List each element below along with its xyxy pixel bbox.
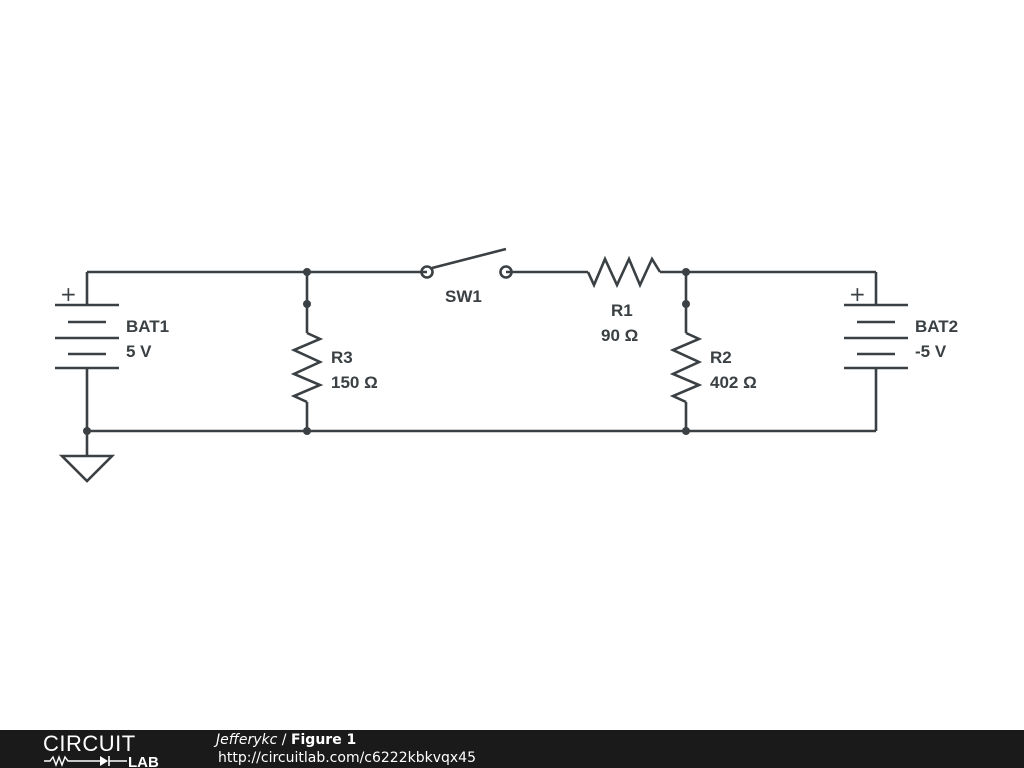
r1-name-label: R1 bbox=[611, 301, 633, 320]
junction-dot bbox=[682, 268, 690, 276]
battery-bat2[interactable]: + BAT2 -5 V bbox=[844, 282, 958, 370]
bat1-name-label: BAT1 bbox=[126, 317, 169, 336]
resistor-zigzag bbox=[586, 255, 662, 289]
bat2-value-label: -5 V bbox=[915, 342, 947, 361]
resistor-zigzag bbox=[669, 331, 703, 404]
switch-sw1[interactable]: SW1 bbox=[420, 247, 513, 306]
sw1-name-label: SW1 bbox=[445, 287, 482, 306]
wires bbox=[85, 270, 878, 456]
junction-dot bbox=[83, 427, 91, 435]
junction-dot bbox=[303, 427, 311, 435]
logo-text-lab: LAB bbox=[128, 754, 159, 768]
r3-value-label: 150 Ω bbox=[331, 373, 378, 392]
junctions bbox=[83, 268, 690, 435]
r3-name-label: R3 bbox=[331, 348, 353, 367]
credit-separator: / bbox=[277, 732, 291, 748]
junction-dot bbox=[682, 300, 690, 308]
battery-bat1[interactable]: + BAT1 5 V bbox=[55, 282, 169, 370]
resistor-r1[interactable]: R1 90 Ω bbox=[586, 255, 662, 345]
resistor-zigzag bbox=[290, 331, 324, 404]
junction-dot bbox=[303, 268, 311, 276]
bat1-value-label: 5 V bbox=[126, 342, 152, 361]
bat1-polarity-mark: + bbox=[60, 282, 77, 306]
credit-line: Jefferykc / Figure 1 bbox=[216, 732, 356, 749]
figure-title[interactable]: Figure 1 bbox=[290, 732, 357, 748]
logo-diode-icon bbox=[100, 756, 108, 766]
r2-value-label: 402 Ω bbox=[710, 373, 757, 392]
resistor-r3[interactable]: R3 150 Ω bbox=[290, 331, 378, 404]
switch-terminal-left bbox=[420, 265, 434, 279]
bat2-name-label: BAT2 bbox=[915, 317, 958, 336]
logo-resistor-icon bbox=[44, 755, 76, 767]
footer-bar: CIRCUIT LAB Jefferykc / Figure 1 http://… bbox=[0, 730, 1024, 768]
switch-lever bbox=[431, 247, 507, 270]
junction-dot bbox=[303, 300, 311, 308]
ground-icon bbox=[58, 454, 116, 483]
switch-terminal-right bbox=[499, 265, 513, 279]
ground-triangle bbox=[58, 454, 116, 483]
circuitlab-logo: CIRCUIT LAB bbox=[43, 732, 159, 768]
author-name[interactable]: Jefferykc bbox=[216, 732, 278, 748]
r1-value-label: 90 Ω bbox=[601, 326, 638, 345]
logo-text-circuit: CIRCUIT bbox=[43, 732, 136, 756]
circuit-url[interactable]: http://circuitlab.com/c6222kbkvqx45 bbox=[218, 750, 476, 766]
junction-dot bbox=[682, 427, 690, 435]
r2-name-label: R2 bbox=[710, 348, 732, 367]
bat2-polarity-mark: + bbox=[849, 282, 866, 306]
resistor-r2[interactable]: R2 402 Ω bbox=[669, 331, 757, 404]
